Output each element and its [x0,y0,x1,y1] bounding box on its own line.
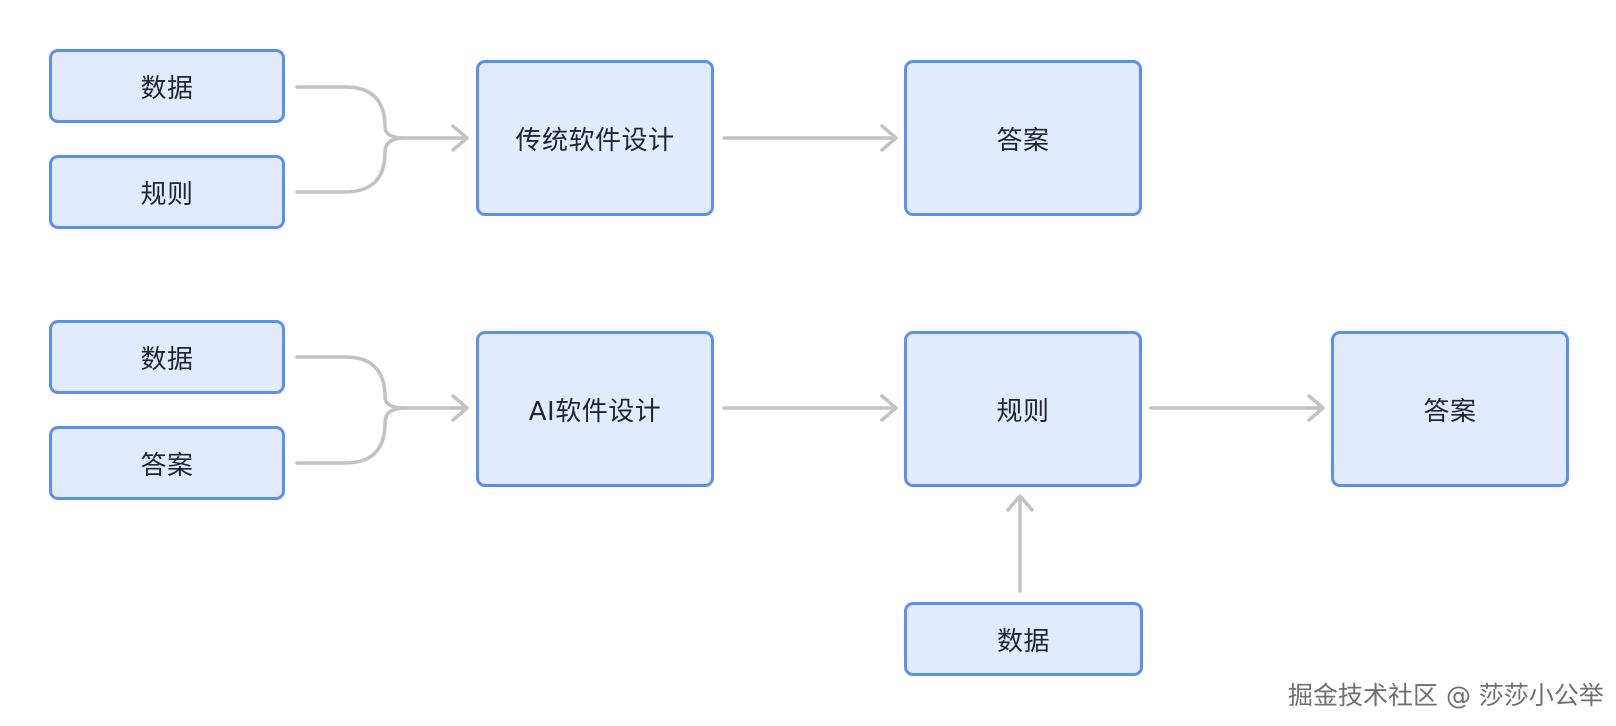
node-label: 规则 [996,396,1050,427]
node-row1-rules: 规则 [49,155,285,229]
node-row2-data: 数据 [49,320,285,394]
arrowhead-row2-middle-up [1006,494,1034,512]
node-label: AI软件设计 [528,396,662,427]
node-label: 数据 [140,73,194,104]
node-label: 数据 [140,344,194,375]
node-row2-bottom-data: 数据 [904,602,1143,676]
node-row1-data: 数据 [49,49,285,123]
node-label: 答案 [140,450,194,481]
arrowhead-row1-process [451,124,469,152]
node-label: 答案 [996,125,1050,156]
connector-row1-data-to-process [295,85,464,140]
node-row1-answers: 答案 [904,60,1142,216]
node-row2-rules: 规则 [904,331,1142,487]
watermark: 掘金技术社区 @ 莎莎小公举 [1288,681,1604,710]
node-row2-answers-output: 答案 [1331,331,1569,487]
connector-row2-answers-to-process [295,406,407,465]
connector-row1-rules-to-process [295,136,407,194]
node-row2-answers: 答案 [49,426,285,500]
arrowhead-row2-output [1307,394,1325,422]
arrowhead-row2-middle [880,394,898,422]
connector-row2-data-to-process [295,355,464,410]
node-label: 规则 [140,179,194,210]
node-label: 答案 [1423,396,1477,427]
node-row1-traditional-software-design: 传统软件设计 [476,60,714,216]
node-label: 数据 [996,626,1050,657]
node-label: 传统软件设计 [515,125,675,156]
arrowhead-row2-process [451,394,469,422]
arrowhead-row1-output [880,124,898,152]
node-row2-ai-software-design: AI软件设计 [476,331,714,487]
